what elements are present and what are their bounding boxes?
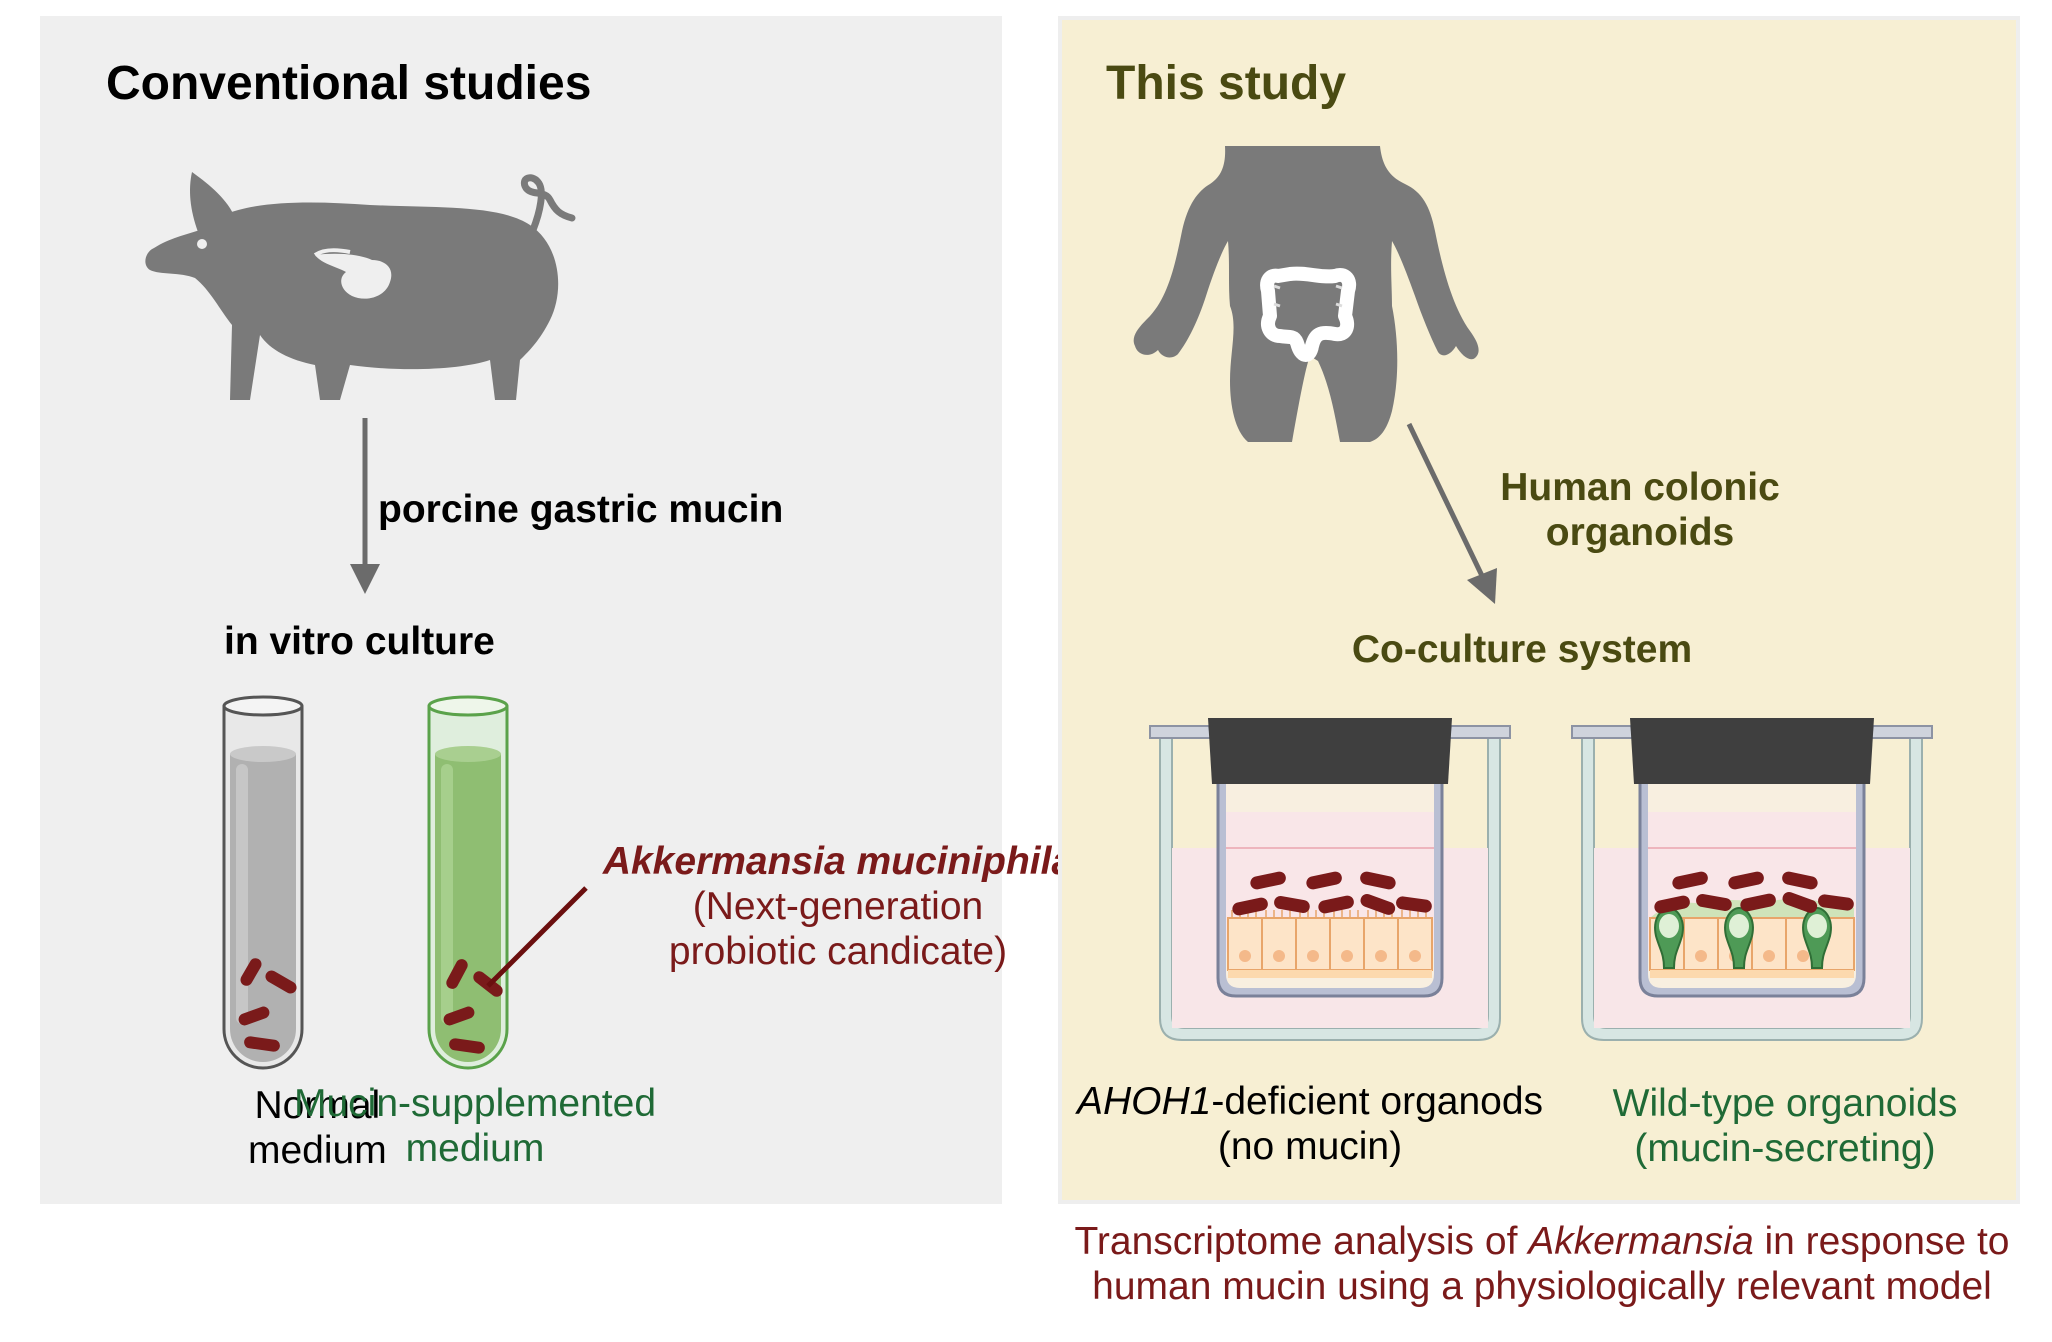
well2-caption-line1: Wild-type organoids [1612,1082,1958,1125]
test-tube-icon [427,695,509,1070]
well1-caption: AHOH1-deficient organods (no mucin) [1077,1080,1543,1170]
callout-line3: probiotic candicate) [668,929,1008,973]
footer-line2: human mucin using a physiologically rele… [1092,1264,1992,1308]
right-arrow-label: Human colonic organoids [1500,466,1780,556]
well2-caption-line2: (mucin-secreting) [1634,1126,1936,1170]
footer-conclusion: Transcriptome analysis of Akkermansia in… [1075,1220,2010,1310]
footer-line1-italic: Akkermansia [1528,1220,1754,1263]
pig-icon [145,172,576,400]
tube1-caption: Normal medium [248,1084,387,1174]
transwell-icon [1571,718,1933,1041]
tube2-caption-line1: Mucin-supplemented [293,1082,657,1125]
footer-line1-part2: in response to [1753,1220,2010,1263]
transwell-icon [1149,718,1511,1041]
tube2-caption: Mucin-supplemented medium [294,1082,656,1172]
callout-line2: (Next-generation [692,884,984,928]
callout-pointer [486,886,588,988]
tube1-caption-line1: Normal [254,1084,381,1127]
left-panel-title: Conventional studies [106,57,592,110]
culture-label: in vitro culture [224,620,495,663]
co-culture-label: Co-culture system [1351,628,1693,671]
right-panel-title: This study [1106,57,1347,110]
footer-line1-part1: Transcriptome analysis of [1074,1220,1529,1263]
human-body-icon [1133,146,1479,442]
right-arrow-label-line1: Human colonic [1500,466,1780,509]
well1-caption-line2: (no mucin) [1217,1124,1403,1168]
callout-species: Akkermansia muciniphila [602,840,1074,883]
well1-caption-rest: -deficient organods [1211,1080,1544,1123]
tube2-caption-line2: medium [405,1126,545,1170]
well2-caption: Wild-type organoids (mucin-secreting) [1613,1082,1958,1172]
left-arrow-label: porcine gastric mucin [378,488,784,531]
left-arrow [350,418,380,594]
tube1-caption-line2: medium [248,1128,387,1172]
test-tube-icon [222,695,304,1070]
right-arrow-label-line2: organoids [1545,510,1735,554]
well1-caption-gene: AHOH1 [1076,1080,1212,1123]
akkermansia-callout: Akkermansia muciniphila (Next-generation… [603,840,1073,975]
right-arrow [1406,422,1497,604]
